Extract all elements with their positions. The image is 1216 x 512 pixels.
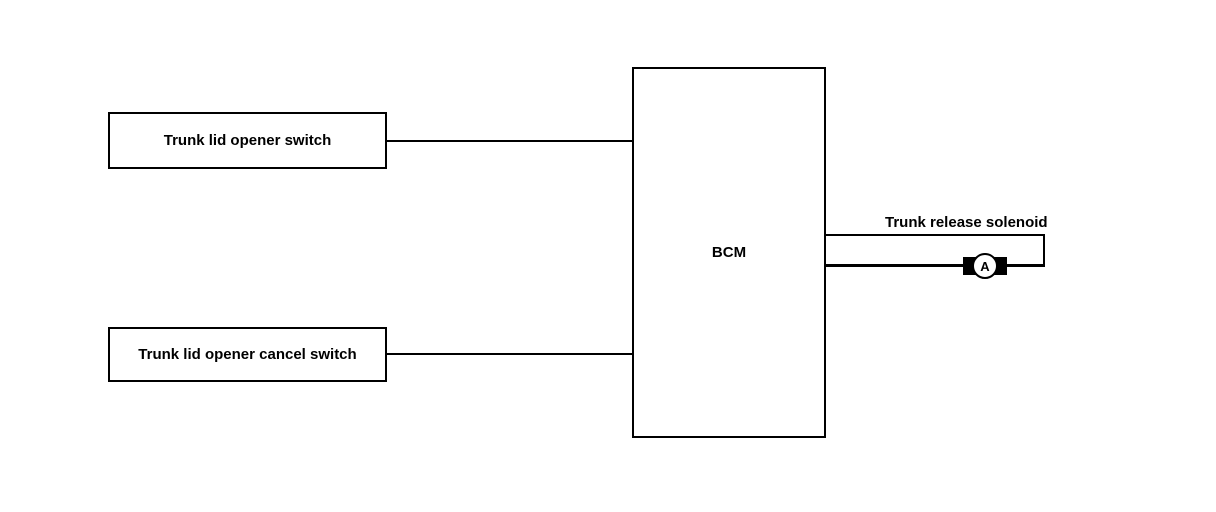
- block-trunk-lid-opener-cancel-switch: Trunk lid opener cancel switch: [108, 327, 387, 382]
- wire-cancel-switch-to-bcm: [387, 353, 632, 355]
- wire-solenoid-return-vertical: [1043, 234, 1045, 267]
- wire-switch-to-bcm: [387, 140, 632, 142]
- trunk-release-solenoid-label: Trunk release solenoid: [885, 214, 1048, 231]
- wire-bcm-to-solenoid-bottom: [826, 264, 1045, 267]
- wire-bcm-to-solenoid-top: [826, 234, 1045, 236]
- block-label: Trunk lid opener cancel switch: [138, 346, 357, 363]
- block-label: Trunk lid opener switch: [163, 132, 332, 149]
- connector-letter: A: [980, 258, 990, 274]
- block-label: BCM: [711, 244, 747, 261]
- block-trunk-lid-opener-switch: Trunk lid opener switch: [108, 112, 387, 169]
- block-bcm: BCM: [632, 67, 826, 438]
- solenoid-connector-circle: A: [972, 253, 998, 279]
